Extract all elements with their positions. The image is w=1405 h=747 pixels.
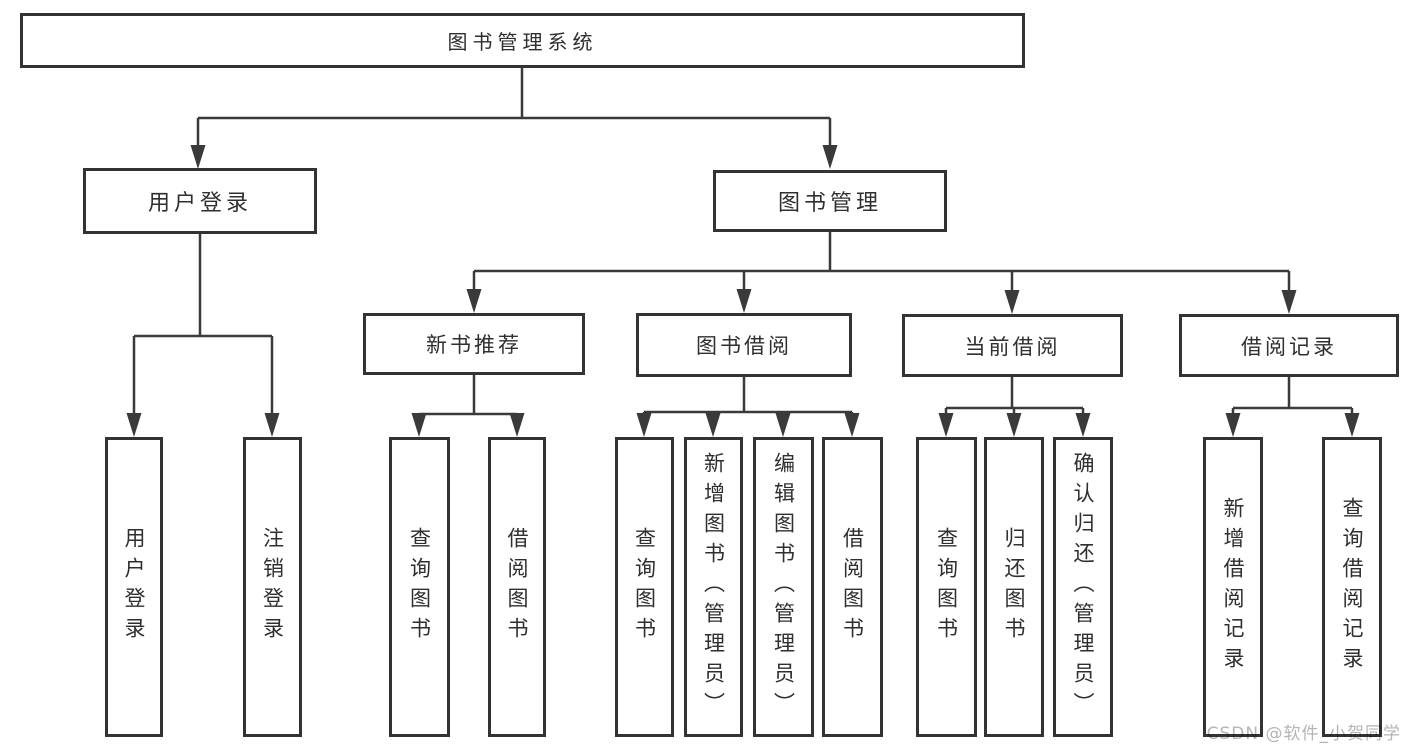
connector-recommend-to-children bbox=[417, 375, 519, 420]
node-borrowing-edit-books: 编辑图书（管理员） bbox=[753, 437, 814, 737]
arrowhead bbox=[411, 413, 427, 437]
arrowhead bbox=[844, 413, 860, 437]
arrowhead bbox=[1225, 413, 1241, 437]
csdn-watermark: CSDN @软件_小贺同学 bbox=[1206, 724, 1401, 744]
node-current-confirm-return: 确认归还（管理员） bbox=[1053, 437, 1113, 737]
node-borrowing-records: 借阅记录 bbox=[1179, 314, 1399, 377]
arrowhead bbox=[822, 145, 838, 169]
node-new-book-recommend: 新书推荐 bbox=[363, 313, 585, 375]
connector-records-to-children bbox=[1231, 377, 1354, 420]
node-current-query-books: 查询图书 bbox=[916, 437, 977, 737]
node-root: 图书管理系统 bbox=[20, 13, 1025, 68]
node-current-return-books: 归还图书 bbox=[984, 437, 1044, 737]
node-records-add-record: 新增借阅记录 bbox=[1203, 437, 1263, 737]
node-user-login-leaf: 用户登录 bbox=[105, 437, 163, 737]
arrowhead bbox=[126, 413, 142, 437]
arrowhead bbox=[705, 413, 721, 437]
node-book-management: 图书管理 bbox=[713, 170, 947, 232]
arrowhead bbox=[736, 289, 752, 313]
node-borrowing-add-books: 新增图书（管理员） bbox=[684, 437, 743, 737]
connector-root-to-level2 bbox=[196, 68, 832, 152]
arrowhead bbox=[1344, 413, 1360, 437]
arrowhead bbox=[938, 413, 954, 437]
arrowhead bbox=[1004, 290, 1020, 314]
node-recommend-borrow-books: 借阅图书 bbox=[488, 437, 546, 737]
arrowhead bbox=[1281, 290, 1297, 314]
node-book-borrowing: 图书借阅 bbox=[636, 313, 852, 377]
connector-borrowing-to-children bbox=[642, 377, 854, 420]
arrowhead bbox=[1006, 413, 1022, 437]
node-recommend-query-books: 查询图书 bbox=[389, 437, 450, 737]
arrowhead bbox=[775, 413, 791, 437]
node-borrowing-borrow-books: 借阅图书 bbox=[822, 437, 883, 737]
connector-book-management-to-level3 bbox=[472, 232, 1291, 296]
arrowhead bbox=[466, 289, 482, 313]
node-borrowing-query-books: 查询图书 bbox=[615, 437, 674, 737]
arrowhead bbox=[264, 413, 280, 437]
node-current-borrowing: 当前借阅 bbox=[902, 314, 1123, 377]
node-records-query-record: 查询借阅记录 bbox=[1322, 437, 1382, 737]
arrowhead bbox=[509, 413, 525, 437]
node-user-login: 用户登录 bbox=[83, 168, 317, 234]
arrowhead bbox=[1075, 413, 1091, 437]
node-logout: 注销登录 bbox=[243, 437, 302, 737]
arrowhead bbox=[636, 413, 652, 437]
arrowhead bbox=[190, 145, 206, 169]
connector-user-login-to-children bbox=[132, 234, 274, 420]
